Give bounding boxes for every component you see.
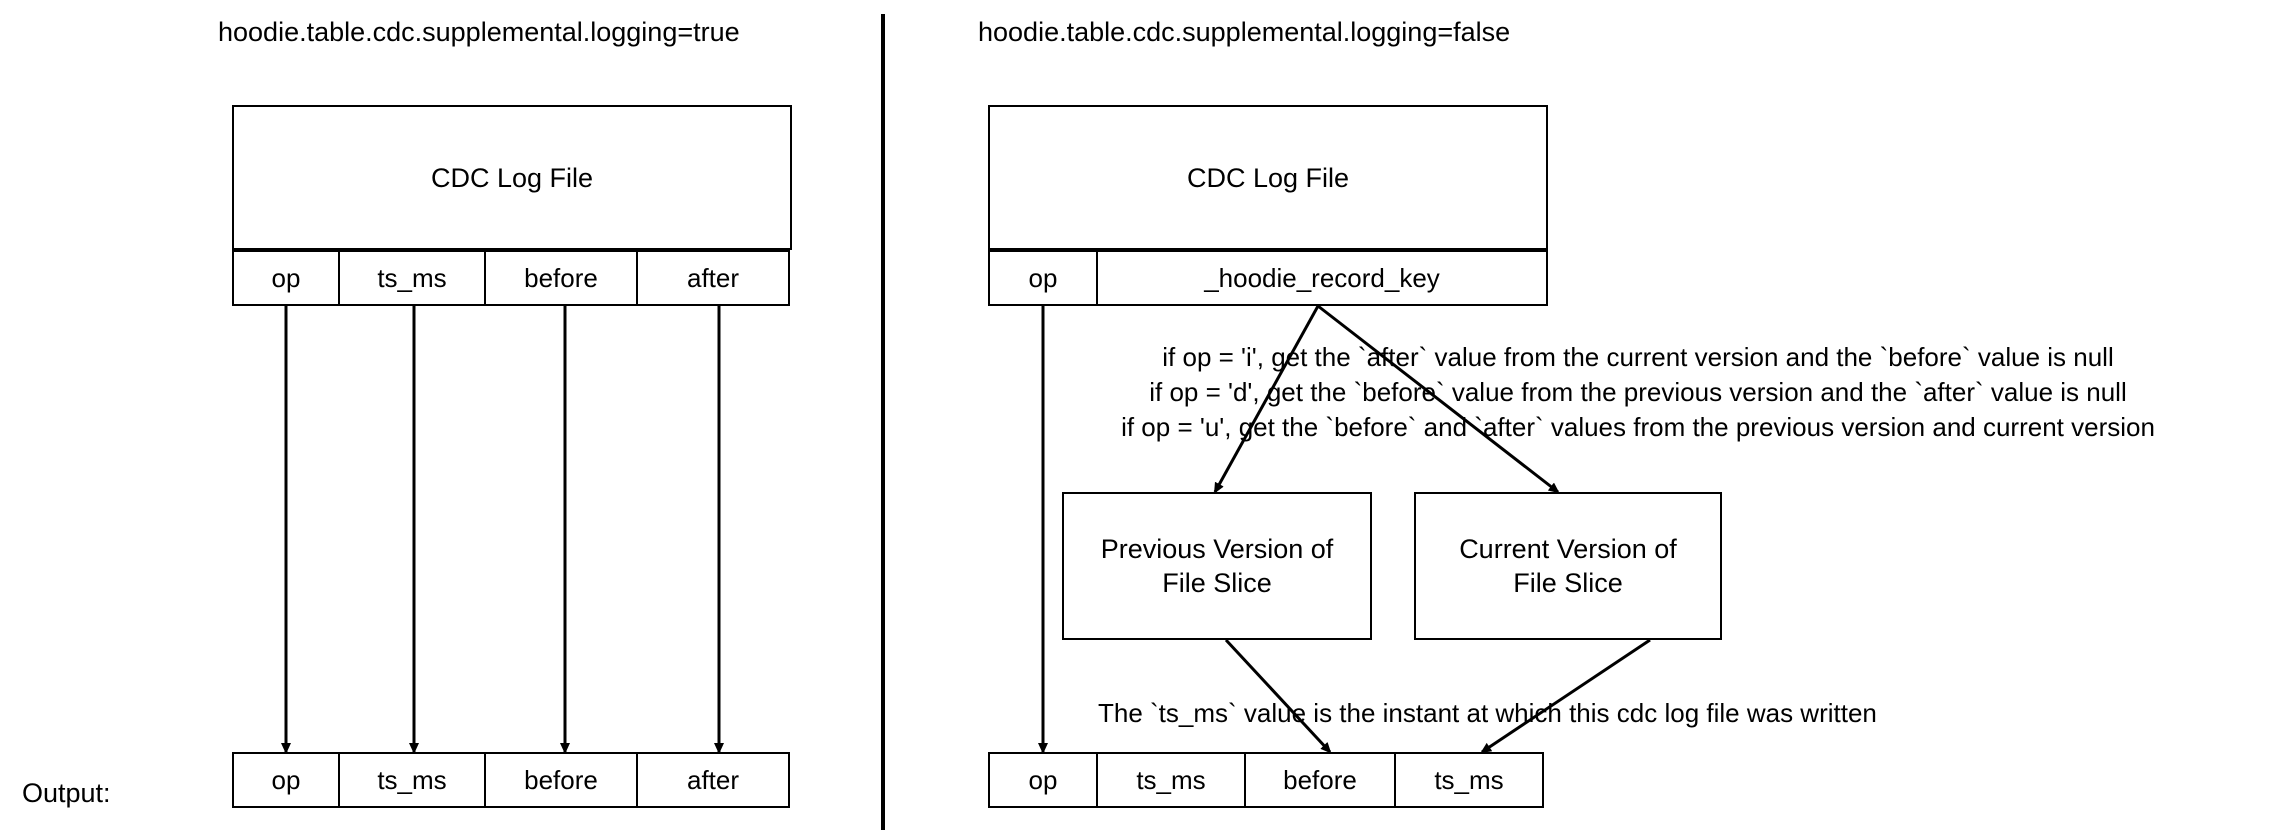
output-row-left: op ts_ms before after [232, 752, 792, 808]
column-header-op: op [232, 250, 340, 306]
output-cell-ts-ms-written: ts_ms [1394, 752, 1544, 808]
arrow-to-previous-version [1213, 305, 1320, 494]
current-version-line-1: Current Version of [1459, 534, 1677, 564]
ts-ms-note: The `ts_ms` value is the instant at whic… [1098, 698, 1877, 728]
cdc-log-file-box-left: CDC Log File [232, 105, 792, 250]
cdc-log-columns-right: op _hoodie_record_key [988, 250, 1548, 306]
cdc-log-file-label-right: CDC Log File [1186, 162, 1350, 193]
previous-version-line-1: Previous Version of [1100, 534, 1334, 564]
output-cell-before: before [484, 752, 638, 808]
output-cell-op-right: op [988, 752, 1098, 808]
cdc-log-columns-left: op ts_ms before after [232, 250, 792, 306]
cdc-log-file-label-left: CDC Log File [430, 162, 594, 193]
arrow-to-current-version [1317, 304, 1560, 494]
output-cell-ts-ms: ts_ms [338, 752, 486, 808]
column-header-op-right: op [988, 250, 1098, 306]
previous-version-line-2: File Slice [1162, 568, 1272, 598]
output-label: Output: [22, 778, 111, 808]
column-header-hoodie-record-key: _hoodie_record_key [1096, 250, 1548, 306]
column-header-after: after [636, 250, 790, 306]
arrow-previous-version-to-before [1224, 638, 1332, 754]
output-cell-op: op [232, 752, 340, 808]
output-cell-before-right: before [1244, 752, 1396, 808]
column-header-ts-ms: ts_ms [338, 250, 486, 306]
previous-version-box: Previous Version of File Slice [1062, 492, 1372, 640]
current-version-line-2: File Slice [1513, 568, 1623, 598]
arrow-current-version-to-ts-ms [1480, 638, 1651, 754]
cdc-rule-delete: if op = 'd', get the `before` value from… [1149, 377, 2127, 407]
output-row-right: op ts_ms before ts_ms [988, 752, 1548, 808]
cdc-rules-text: if op = 'i', get the `after` value from … [1018, 340, 2258, 445]
current-version-box: Current Version of File Slice [1414, 492, 1722, 640]
output-cell-after: after [636, 752, 790, 808]
cdc-rule-update: if op = 'u', get the `before` and `after… [1121, 412, 2155, 442]
cdc-rule-insert: if op = 'i', get the `after` value from … [1162, 342, 2114, 372]
panel-title-left: hoodie.table.cdc.supplemental.logging=tr… [218, 17, 740, 47]
panel-title-right: hoodie.table.cdc.supplemental.logging=fa… [978, 17, 1511, 47]
column-header-before: before [484, 250, 638, 306]
cdc-log-file-box-right: CDC Log File [988, 105, 1548, 250]
output-cell-ts-ms-right: ts_ms [1096, 752, 1246, 808]
